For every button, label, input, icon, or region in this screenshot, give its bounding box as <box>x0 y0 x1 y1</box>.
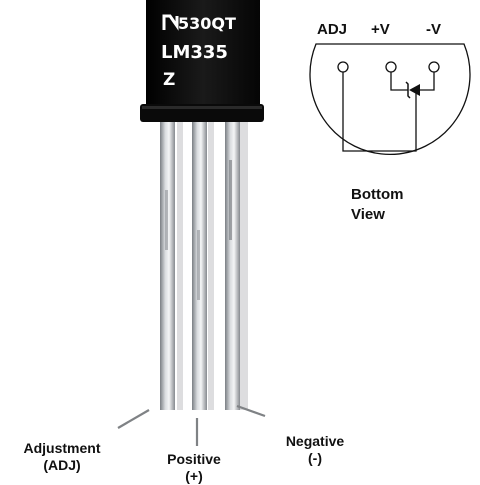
leg-label-negative-line1: Negative <box>285 433 345 449</box>
leg-label-adjustment: Adjustment (ADJ) <box>10 440 114 474</box>
leg-label-adjustment-line1: Adjustment <box>23 440 101 456</box>
adj-wire <box>342 72 417 152</box>
package-outline <box>309 43 471 155</box>
pad-negative <box>428 61 440 73</box>
pin-label-adj: ADJ <box>317 21 348 38</box>
pin-label-negative: -V <box>426 21 441 38</box>
pointer-negative <box>236 404 266 418</box>
bottom-view-schematic <box>309 43 471 155</box>
leg-label-positive-line2: (+) <box>185 468 203 484</box>
pad-positive <box>385 61 397 73</box>
leg-pointers <box>117 404 266 446</box>
negative-wire <box>420 72 435 91</box>
sensor-body <box>140 0 264 122</box>
marking-suffix: Z <box>163 70 176 90</box>
marking-part-number: LM335 <box>161 42 228 63</box>
marking-code: 530QT <box>178 14 236 33</box>
leg-label-negative: Negative (-) <box>272 433 358 467</box>
leg-label-positive-line1: Positive <box>167 451 221 467</box>
pointer-adj <box>117 409 150 429</box>
national-semiconductor-logo <box>162 14 179 31</box>
lead-adj <box>160 118 175 410</box>
lead-shadows <box>177 122 248 410</box>
positive-wire <box>390 72 408 91</box>
leg-label-negative-line2: (-) <box>308 450 322 466</box>
bottom-view-caption-line2: View <box>351 206 385 223</box>
bottom-view-caption-line1: Bottom <box>351 186 404 203</box>
pad-adj <box>337 61 349 73</box>
pin-label-positive: +V <box>371 21 390 38</box>
zener-diode-icon <box>405 81 420 99</box>
lead-negative <box>225 118 240 410</box>
leg-label-adjustment-line2: (ADJ) <box>43 457 81 473</box>
sensor-leads <box>160 118 240 410</box>
